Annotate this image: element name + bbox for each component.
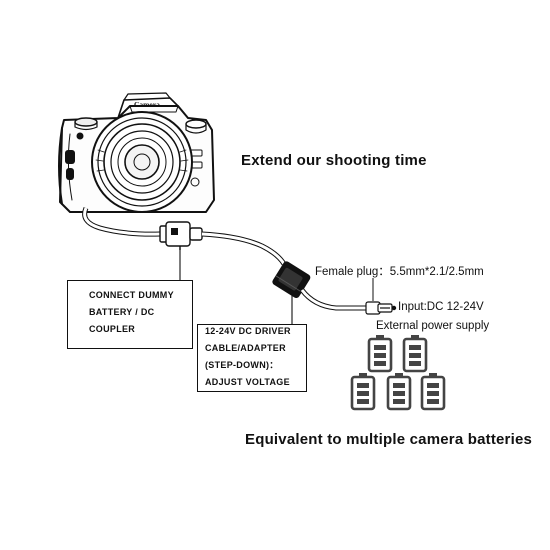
battery-group — [350, 335, 446, 411]
callout-driver-line-1: 12-24V DC DRIVER — [205, 326, 291, 336]
callout-dc-driver: 12-24V DC DRIVER CABLE/ADAPTER (STEP-DOW… — [197, 324, 307, 392]
camera-illustration — [58, 92, 215, 213]
battery-icon — [386, 373, 412, 411]
battery-icon — [402, 335, 428, 373]
dummy-battery-connector — [159, 221, 203, 250]
callout-pointers — [179, 248, 293, 324]
callout-dummy-line-1: CONNECT DUMMY — [89, 290, 174, 300]
battery-icon — [350, 373, 376, 411]
battery-icon — [367, 335, 393, 373]
battery-icon — [420, 373, 446, 411]
callout-driver-line-2: CABLE/ADAPTER — [205, 343, 286, 353]
output-cable — [300, 288, 368, 311]
camera-brand-label: Camera — [134, 100, 160, 109]
callout-dummy-line-2: BATTERY / DC — [89, 307, 155, 317]
headline-title: Extend our shooting time — [241, 152, 427, 169]
female-plug-label: Female plug：5.5mm*2.1/2.5mm — [315, 266, 484, 278]
female-plug — [365, 301, 397, 315]
input-voltage-label: Input:DC 12-24V — [398, 301, 484, 313]
callout-driver-line-3: (STEP-DOWN)： — [205, 360, 279, 370]
mid-cable — [201, 231, 287, 266]
callout-driver-line-4: ADJUST VOLTAGE — [205, 377, 290, 387]
footer-caption: Equivalent to multiple camera batteries — [245, 431, 533, 448]
callout-dummy-line-3: COUPLER — [89, 324, 136, 334]
callout-dummy-battery: CONNECT DUMMY BATTERY / DC COUPLER — [67, 280, 193, 349]
camera-cable — [82, 207, 161, 237]
external-power-supply-label: External power supply — [376, 320, 490, 332]
step-down-module — [272, 261, 311, 299]
